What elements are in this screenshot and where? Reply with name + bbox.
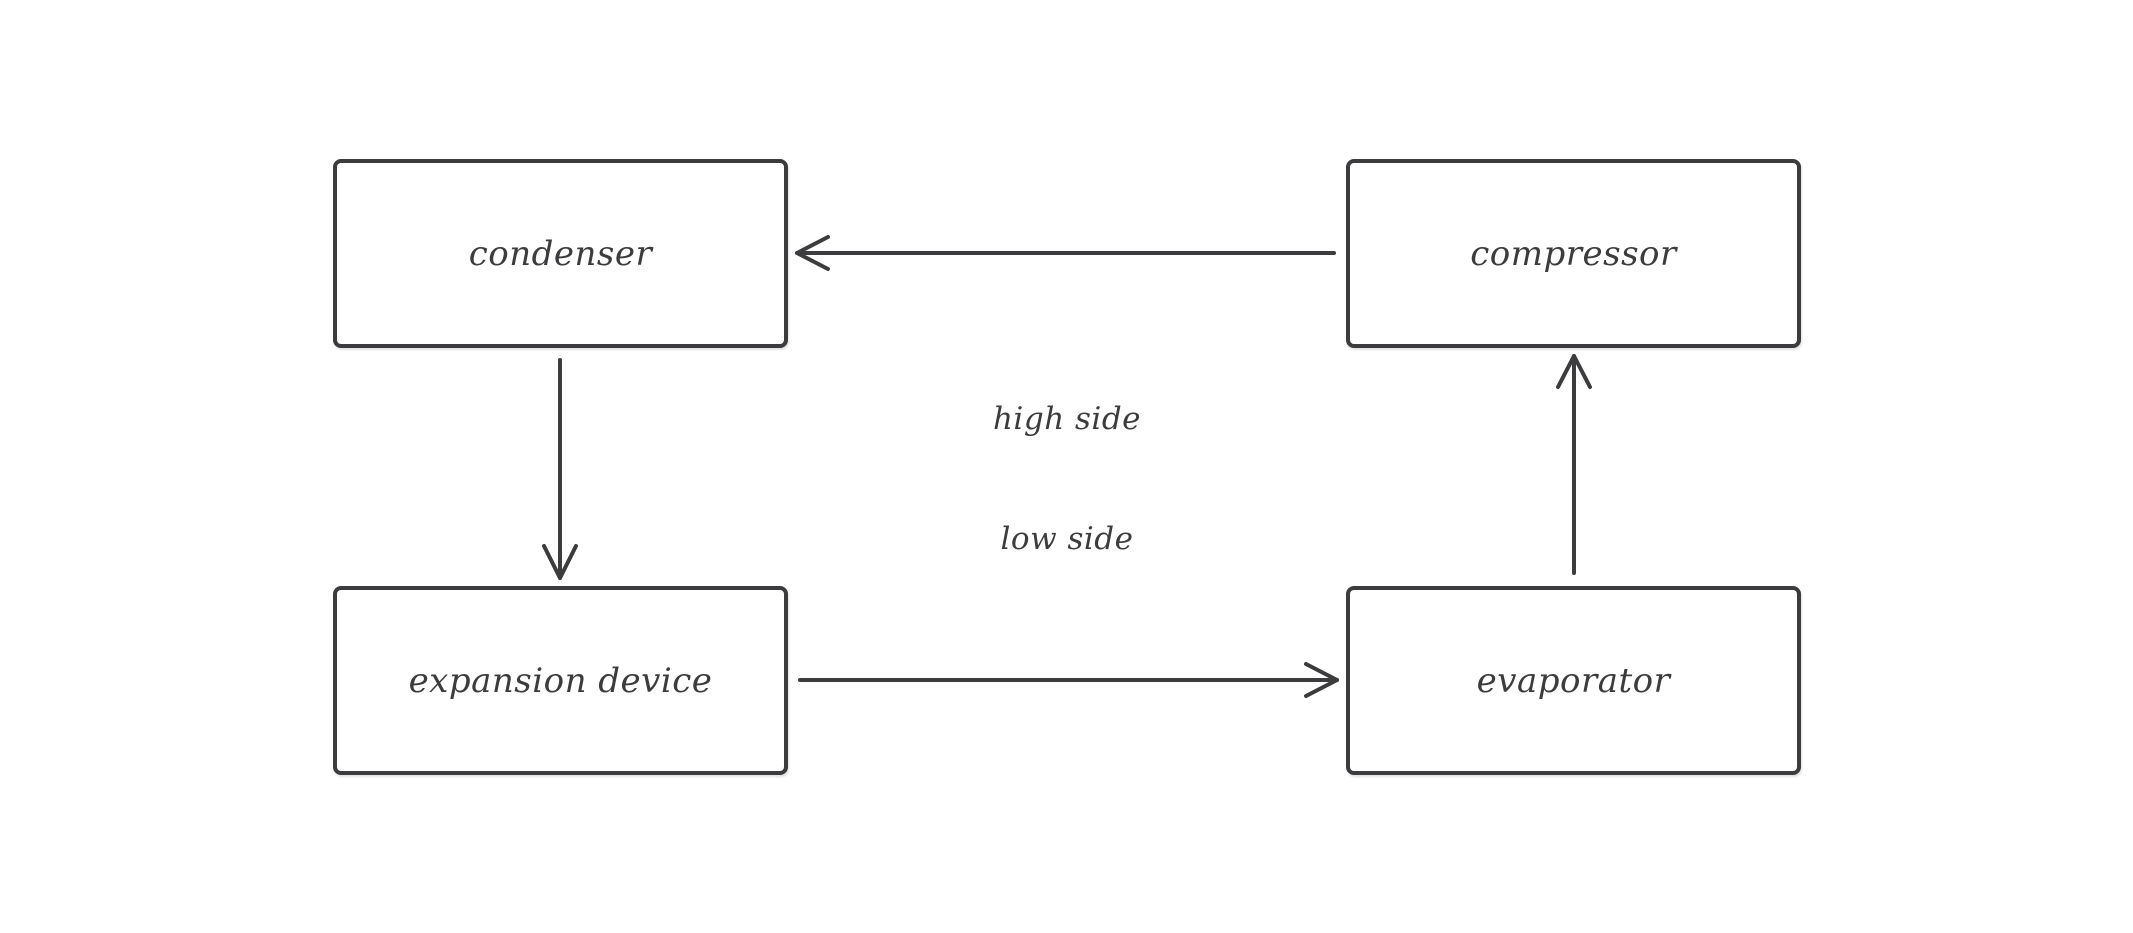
condenser-label: condenser — [468, 233, 653, 274]
condenser-box: condenser — [333, 159, 788, 348]
high-side-label: high side — [992, 401, 1142, 437]
expansion-device-box: expansion device — [333, 586, 788, 775]
evaporator-label: evaporator — [1476, 660, 1671, 701]
expansion-device-label: expansion device — [408, 660, 713, 701]
low-side-label: low side — [1000, 521, 1134, 557]
arrow-compressor-to-condenser — [795, 235, 1336, 271]
arrow-evaporator-to-compressor — [1556, 354, 1592, 575]
evaporator-box: evaporator — [1346, 586, 1801, 775]
compressor-label: compressor — [1470, 233, 1677, 274]
compressor-box: compressor — [1346, 159, 1801, 348]
arrow-expansion-to-evaporator — [798, 662, 1339, 698]
arrow-condenser-to-expansion — [542, 358, 578, 580]
